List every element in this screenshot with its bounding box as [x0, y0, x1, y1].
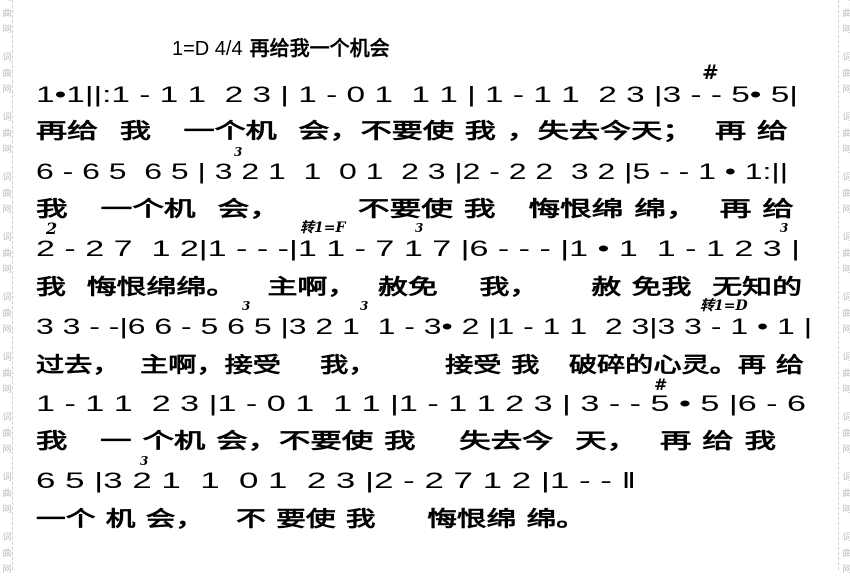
song-title: 1=D 4/4 再给我一个机会	[172, 36, 390, 61]
watermark-text: 词曲网	[2, 0, 12, 35]
watermark-text: 词曲网	[2, 53, 12, 95]
watermark-text: 词曲网	[2, 233, 12, 275]
handwritten-mark: 2	[46, 219, 58, 238]
watermark-text: 词曲网	[2, 113, 12, 155]
watermark-text: 词曲网	[842, 173, 850, 215]
watermark-text: 词曲网	[2, 293, 12, 335]
triplet-mark: 3	[415, 221, 424, 235]
watermark-text: 词曲网	[842, 533, 850, 575]
watermark-text: 词曲网	[2, 413, 12, 455]
triplet-mark: 3	[360, 299, 369, 313]
notation-row: 3 3 - -|6 6 - 5 6 5 |3 2 1 1 - 3• 2 |1 -…	[36, 314, 812, 339]
watermark-text: 词曲网	[842, 0, 850, 35]
song-name: 再给我一个机会	[249, 36, 390, 60]
watermark-text: 词曲网	[2, 173, 12, 215]
watermark-text: 词曲网	[842, 473, 850, 515]
modulation-mark: 转1=F	[300, 220, 346, 236]
sharp-mark: #	[654, 375, 668, 394]
triplet-mark: 3	[780, 221, 789, 235]
notation-row: 2 - 2 7 1 2|1 - - -|1 1 - 7 1 7 |6 - - -…	[36, 236, 800, 261]
notation-row: 6 5 |3 2 1 1 0 1 2 3 |2 - 2 7 1 2 |1 - -…	[36, 468, 636, 493]
notation-row: 1 - 1 1 2 3 |1 - 0 1 1 1 |1 - 1 1 2 3 | …	[36, 391, 806, 416]
triplet-mark: 3	[242, 299, 251, 313]
modulation-mark: 转1=D	[700, 298, 748, 314]
watermark-text: 词曲网	[842, 353, 850, 395]
watermark-text: 词曲网	[2, 473, 12, 515]
lyrics-row: 一个 机 会， 不 要使 我 悔恨绵 绵。	[36, 507, 586, 531]
watermark-text: 词曲网	[842, 413, 850, 455]
left-margin-line	[12, 0, 13, 570]
key-signature: 1=D 4/4	[172, 38, 243, 60]
lyrics-row: 我 一 个机 会，不要使 我 失去今 天， 再 给 我	[36, 429, 776, 453]
watermark-text: 词曲网	[842, 53, 850, 95]
watermark-text: 词曲网	[2, 533, 12, 575]
notation-row: 6 - 6 5 6 5 | 3 2 1 1 0 1 2 3 |2 - 2 2 3…	[36, 159, 788, 184]
lyrics-row: 过去， 主啊，接受 我， 接受 我 破碎的心灵。再 给	[36, 353, 804, 377]
right-margin-line	[838, 0, 839, 570]
watermark-text: 词曲网	[842, 293, 850, 335]
watermark-text: 词曲网	[842, 233, 850, 275]
lyrics-row: 我 一个机 会， 不要使 我 悔恨绵 绵， 再 给	[36, 197, 794, 221]
lyrics-row: 再给 我 一个机 会，不要使 我 ，失去今天； 再 给	[36, 119, 788, 143]
sharp-mark: #	[702, 60, 719, 84]
triplet-mark: 3	[234, 145, 243, 159]
lyrics-row: 我 悔恨绵绵。 主啊， 赦免 我， 赦 免我 无知的	[36, 275, 802, 299]
watermark-text: 词曲网	[842, 113, 850, 155]
triplet-mark: 3	[140, 454, 149, 468]
notation-row: 1•1||:1 - 1 1 2 3 | 1 - 0 1 1 1 | 1 - 1 …	[36, 82, 798, 107]
watermark-text: 词曲网	[2, 353, 12, 395]
